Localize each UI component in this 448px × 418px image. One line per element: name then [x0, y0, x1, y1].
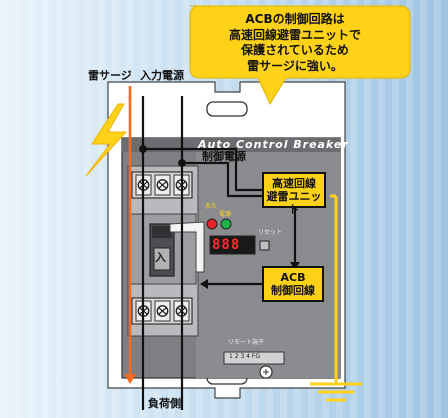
actuator-arm [169, 221, 205, 273]
control-wiring [139, 96, 297, 410]
remote-terminal-strip [223, 351, 285, 379]
surge-label: 雷サージ [88, 69, 132, 82]
ground-path [310, 194, 362, 402]
breaker-handle [149, 223, 175, 277]
load-side-label: 負荷側 [148, 397, 181, 410]
surge-path [124, 86, 136, 384]
led-label-2: 電源 [219, 211, 232, 218]
red-led [206, 218, 218, 230]
callout-bubble [189, 5, 411, 106]
reset-label: リセット [258, 229, 283, 236]
breaker-on-label: 入 [155, 251, 166, 264]
lightning-bolt-icon [85, 103, 128, 177]
callout-line-1: ACBの制御回路は [245, 12, 345, 26]
arrester-unit-line-2: 避雷ユニット [266, 190, 322, 216]
callout-line-2: 高速回線避雷ユニットで [228, 27, 361, 42]
remote-terminal-pins: 1 2 3 4 FG [229, 353, 260, 360]
status-leds [206, 218, 232, 230]
control-circuit-line-2: 制御回線 [271, 284, 315, 297]
control-circuit-box: ACB 制御回線 [262, 266, 324, 302]
reset-button [259, 240, 270, 251]
control-circuit-line-1: ACB [280, 271, 306, 284]
digital-display [209, 235, 256, 255]
control-power-label: 制御電源 [202, 150, 246, 163]
callout-line-4: 雷サージに強い。 [247, 58, 343, 73]
green-led [220, 218, 232, 230]
input-power-label: 入力電源 [140, 69, 184, 82]
arrester-unit-box: 高速回線 避雷ユニット [262, 172, 326, 216]
led-label-1: 永久 [205, 203, 218, 210]
remote-terminal-label: リモート端子 [228, 339, 265, 346]
callout-text: ACBの制御回路は 高速回線避雷ユニットで 保護されているため 雷サージに強い。 [186, 12, 404, 74]
display-digits: 888 [212, 237, 241, 253]
control-arrow-left [200, 279, 208, 289]
panel-title: Auto Control Breaker [198, 138, 349, 151]
arrester-unit-line-1: 高速回線 [272, 177, 316, 190]
callout-line-3: 保護されているため [241, 43, 349, 57]
